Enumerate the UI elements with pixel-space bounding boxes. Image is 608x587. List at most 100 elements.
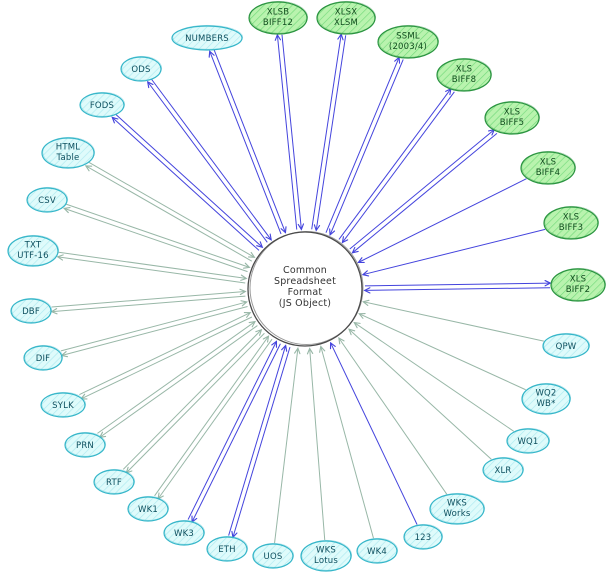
- node-label: BIFF12: [263, 18, 293, 28]
- node-ellipse: [550, 268, 606, 302]
- edge-out-wk1: [158, 338, 273, 498]
- node-ellipse: [377, 25, 439, 59]
- node-ellipse-sketch: [42, 136, 96, 168]
- node-ellipse-sketch: [121, 55, 163, 81]
- edge-in-html-table: [88, 161, 254, 257]
- node-ellipse: [206, 536, 248, 562]
- node-label: Table: [56, 153, 80, 163]
- edge-in-wks-works: [339, 338, 448, 495]
- edge-out-sylk: [81, 316, 253, 399]
- edge-out-numbers: [210, 52, 282, 235]
- node-ellipse: [23, 345, 63, 371]
- edge-out-ods: [148, 82, 268, 243]
- node-ellipse: [300, 540, 352, 572]
- node-ellipse: [171, 25, 243, 51]
- node-label: XLS: [570, 275, 587, 285]
- edge-out-xls-biff8: [338, 89, 451, 240]
- edge-in-numbers: [213, 49, 285, 232]
- node-ellipse-sketch: [522, 382, 572, 414]
- node-label: WK4: [367, 547, 387, 557]
- center-label: Common: [283, 265, 327, 276]
- node-ellipse-sketch: [544, 205, 600, 239]
- node-ellipse-sketch: [94, 468, 136, 494]
- edge-in-xlsx-xlsm: [316, 35, 347, 230]
- node-wk3: WK3: [163, 519, 206, 546]
- node-label: UTF-16: [17, 251, 48, 261]
- edge-out-rtf: [127, 332, 265, 472]
- node-ellipse: [521, 383, 571, 415]
- node-wk4: WK4: [356, 537, 399, 564]
- node-wq1: WQ1: [506, 427, 551, 454]
- edge-out-fods: [113, 118, 260, 251]
- edge-in-wq2-wb: [360, 314, 526, 391]
- node-label: XLS: [563, 213, 580, 223]
- node-ellipse-sketch: [24, 344, 64, 370]
- node-label: BIFF3: [559, 223, 584, 233]
- edge-in-xls-biff2: [365, 288, 551, 291]
- node-ellipse: [10, 298, 52, 324]
- edge-out-eth: [233, 346, 291, 537]
- node-ellipse: [40, 392, 86, 418]
- node-ellipse: [506, 428, 550, 454]
- edge-out-ssml: [325, 58, 399, 233]
- node-sylk: SYLK: [40, 391, 87, 418]
- edge-in-rtf: [122, 330, 261, 470]
- edge-in-wk4: [321, 347, 374, 539]
- node-ellipse-sketch: [437, 57, 493, 91]
- node-ellipse: [93, 469, 135, 495]
- node-ellipse-sketch: [128, 495, 170, 521]
- edge-in-dbf: [51, 292, 245, 308]
- node-wk1: WK1: [127, 495, 170, 522]
- node-ellipse: [543, 206, 599, 240]
- node-ellipse: [356, 538, 398, 564]
- edge-out-prn: [100, 325, 258, 438]
- node-ellipse: [436, 58, 492, 92]
- node-ellipse: [120, 56, 162, 82]
- edge-in-prn: [97, 322, 254, 434]
- node-ellipse-sketch: [207, 535, 249, 561]
- node-label: WKS: [316, 546, 336, 556]
- node-dbf: DBF: [10, 297, 53, 324]
- edge-out-xls-biff5: [349, 130, 494, 250]
- edge-in-ods: [151, 79, 271, 239]
- node-ellipse: [127, 496, 169, 522]
- node-ellipse: [429, 493, 485, 525]
- edge-in-wk1: [154, 337, 269, 497]
- node-label: BIFF4: [536, 168, 561, 178]
- edge-out-wk3: [192, 343, 281, 522]
- node-uos: UOS: [252, 542, 295, 569]
- node-label: UOS: [264, 552, 283, 562]
- edge-out-xlsb-biff12: [277, 35, 298, 230]
- node-ellipse-sketch: [65, 431, 107, 457]
- node-label: BIFF2: [566, 285, 591, 295]
- node-label: ODS: [131, 65, 150, 75]
- node-prn: PRN: [64, 431, 107, 458]
- node-label: BIFF5: [500, 118, 525, 128]
- diagram-edges: [51, 35, 551, 544]
- node-label: FODS: [90, 101, 114, 111]
- node-label: 123: [415, 533, 432, 543]
- node-ellipse-sketch: [317, 0, 377, 34]
- edge-in-xls-biff4: [359, 178, 527, 263]
- node-ellipse: [64, 432, 106, 458]
- edge-out-xls-biff2: [364, 283, 550, 286]
- node-ellipse-sketch: [253, 542, 295, 568]
- edge-in-xlr: [349, 329, 492, 460]
- node-ellipse-sketch: [301, 539, 353, 571]
- node-ellipse: [163, 520, 205, 546]
- node-label: WQ2: [535, 389, 556, 399]
- node-numbers: NUMBERS: [171, 24, 244, 51]
- node-eth: ETH: [206, 535, 249, 562]
- node-ellipse: [403, 524, 443, 550]
- node-ellipse-sketch: [172, 24, 244, 50]
- node-ellipse-sketch: [507, 427, 551, 453]
- node-ellipse: [7, 235, 59, 267]
- edge-in-wks-lotus: [310, 349, 326, 541]
- node-ellipse: [248, 1, 308, 35]
- edge-in-eth: [228, 346, 286, 536]
